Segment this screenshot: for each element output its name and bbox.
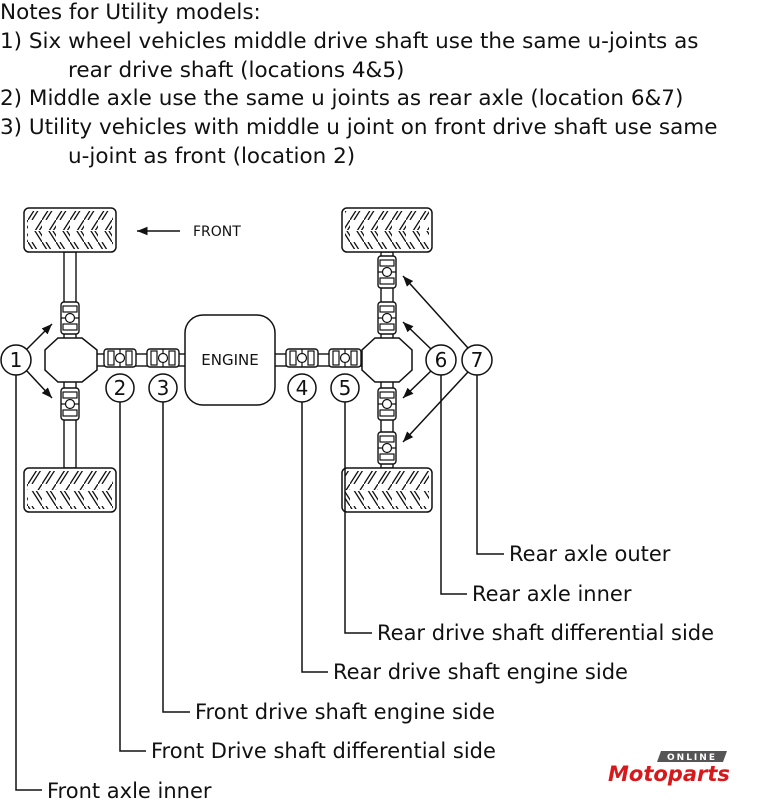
- front-wheel-top: [23, 207, 117, 253]
- wheels: [23, 207, 433, 513]
- location-number: 3: [157, 376, 170, 400]
- motoparts-logo: ONLINE Motoparts: [608, 751, 730, 786]
- u-joint-icon: [60, 387, 80, 421]
- u-joint-icon: [147, 349, 179, 367]
- front-wheel-bottom: [23, 467, 117, 513]
- logo-online: ONLINE: [667, 753, 717, 763]
- location-callout-6: 6 Rear axle inner: [425, 344, 632, 606]
- note-line: 2) Middle axle use the same u joints as …: [0, 86, 683, 111]
- u-joint-icon: [104, 349, 136, 367]
- front-differential: [44, 337, 98, 383]
- location-label: Front drive shaft engine side: [195, 700, 495, 724]
- note-line: 1) Six wheel vehicles middle drive shaft…: [0, 29, 698, 54]
- engine: [184, 314, 276, 406]
- notes-title: Notes for Utility models:: [0, 0, 261, 25]
- u-joint-icon: [60, 301, 80, 335]
- logo-motoparts: Motoparts: [608, 762, 730, 786]
- location-callout-7: 7 Rear axle outer: [461, 344, 671, 566]
- location-number: 5: [339, 376, 352, 400]
- rear-wheel-top: [341, 207, 433, 253]
- location-callout-4: 4 Rear drive shaft engine side: [287, 373, 628, 684]
- location-callout-5: 5 Rear drive shaft differential side: [330, 373, 714, 645]
- location-label: Front axle inner: [47, 779, 212, 800]
- u-joint-icon: [377, 255, 397, 289]
- u-joint-icon: [377, 431, 397, 465]
- note-line: rear drive shaft (locations 4&5): [68, 58, 404, 83]
- pointer-arrows: [25, 275, 469, 443]
- front-label: FRONT: [193, 224, 241, 240]
- u-joint-icon: [377, 387, 397, 421]
- location-number: 4: [296, 376, 309, 400]
- location-number: 2: [114, 376, 127, 400]
- location-label: Front Drive shaft differential side: [151, 739, 496, 763]
- engine-label: ENGINE: [201, 351, 258, 369]
- location-callout-3: 3 Front drive shaft engine side: [148, 373, 495, 724]
- location-callout-2: 2 Front Drive shaft differential side: [105, 373, 496, 763]
- location-label: Rear axle outer: [509, 542, 671, 566]
- rear-wheel-bottom: [341, 467, 433, 513]
- u-joint-icon: [377, 301, 397, 335]
- location-label: Rear drive shaft engine side: [333, 660, 628, 684]
- note-line: 3) Utility vehicles with middle u joint …: [0, 115, 717, 140]
- location-number: 6: [435, 348, 448, 372]
- location-number: 7: [471, 348, 484, 372]
- location-number: 1: [10, 348, 23, 372]
- notes: Notes for Utility models: 1) Six wheel v…: [0, 0, 717, 169]
- location-callout-1: 1 Front axle inner: [0, 344, 212, 800]
- u-joint-icon: [286, 349, 318, 367]
- rear-differential: [361, 337, 413, 383]
- u-joint-icon: [329, 349, 361, 367]
- location-label: Rear drive shaft differential side: [377, 621, 714, 645]
- note-line: u-joint as front (location 2): [68, 144, 355, 169]
- location-label: Rear axle inner: [472, 582, 632, 606]
